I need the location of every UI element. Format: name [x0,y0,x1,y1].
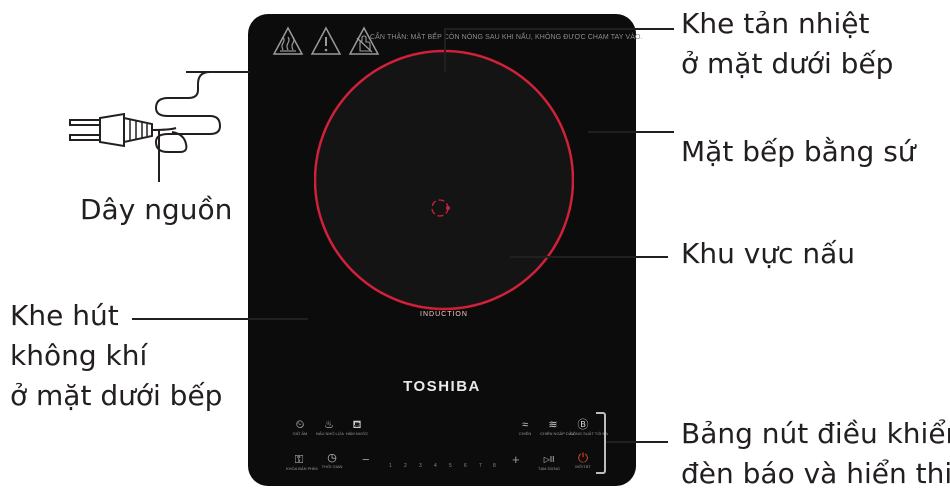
kettle-icon: ⛾ [352,419,362,431]
leader-line-tan-nhiet-v [444,28,446,72]
leader-line-bang-nut [606,441,668,443]
fry-button[interactable]: ≈ CHIÊN [514,419,536,436]
fry-icon: ≈ [521,419,529,431]
caution-warning-icon [310,26,342,55]
minus-button[interactable]: − [362,452,370,467]
do-not-touch-warning-icon [348,26,380,55]
timer-button[interactable]: ◷ THỜI GIAN [321,452,343,469]
induction-label: INDUCTION [420,311,468,318]
leader-line-khu-vuc [510,256,668,258]
simmer-button[interactable]: ♨ NẤU NHỎ LỬA [316,419,344,436]
keep-warm-button[interactable]: ⏲ GIỮ ẤM [288,419,312,436]
label-khe-tan-nhiet: Khe tản nhiệt ở mặt dưới bếp [681,7,894,80]
level-5: 5 [449,463,452,469]
level-2: 2 [404,463,407,469]
level-6: 6 [464,463,467,469]
leader-line-cord-top [186,71,250,73]
clock-lock-icon: ⏲ [295,419,305,431]
heat-water-button[interactable]: ⛾ HÂM NƯỚC [345,419,369,436]
power-button[interactable]: ⏻ MỞ/TẮT [570,450,596,469]
label-khe-hut: Khe hút không khí ở mặt dưới bếp [10,299,223,412]
boost-button[interactable]: Ⓑ CÔNG SUẤT TỐI ĐA [570,419,609,436]
level-8: 8 [493,463,496,469]
warning-icons [272,26,380,56]
level-4: 4 [434,463,437,469]
power-cord-illustration [69,71,248,153]
child-lock-button[interactable]: ⚿ KHÓA BẢN PHÍM [286,454,318,471]
warning-text: CẨN THẬN: MẶT BẾP CÒN NÓNG SAU KHI NẤU, … [370,34,643,41]
label-mat-bep: Mặt bếp bằng sứ [681,135,916,168]
leader-line-day-nguon [158,130,160,182]
leader-line-khe-hut [132,318,308,320]
label-day-nguon: Dây nguồn [80,193,233,226]
pot-icon: ♨ [324,419,334,431]
hot-surface-warning-icon [272,26,304,55]
control-panel-bracket [596,412,606,474]
pause-button[interactable]: ▷II TẠM DỪNG [536,454,562,471]
child-lock-icon: ⚿ [294,454,304,466]
play-pause-icon: ▷II [543,455,555,464]
cooktop: CẨN THẬN: MẶT BẾP CÒN NÓNG SAU KHI NẤU, … [248,14,643,486]
level-3: 3 [419,463,422,469]
deep-fry-icon: ≋ [548,419,558,431]
timer-icon: ◷ [327,452,337,464]
leader-line-tan-nhiet-h [444,28,674,30]
power-icon: ⏻ [577,450,589,465]
boost-icon: Ⓑ [577,419,589,431]
leader-line-mat-bep [588,131,674,133]
label-bang-nut: Bảng nút điều khiển, đèn báo và hiển thi [681,417,950,490]
brand-logo: TOSHIBA [403,378,481,395]
deep-fry-button[interactable]: ≋ CHIÊN NGẬP DẦU [540,419,575,436]
label-khu-vuc-nau: Khu vực nấu [681,237,856,270]
cooking-zone [314,49,574,311]
plus-button[interactable]: + [512,452,520,467]
level-1: 1 [389,463,392,469]
level-7: 7 [479,463,482,469]
